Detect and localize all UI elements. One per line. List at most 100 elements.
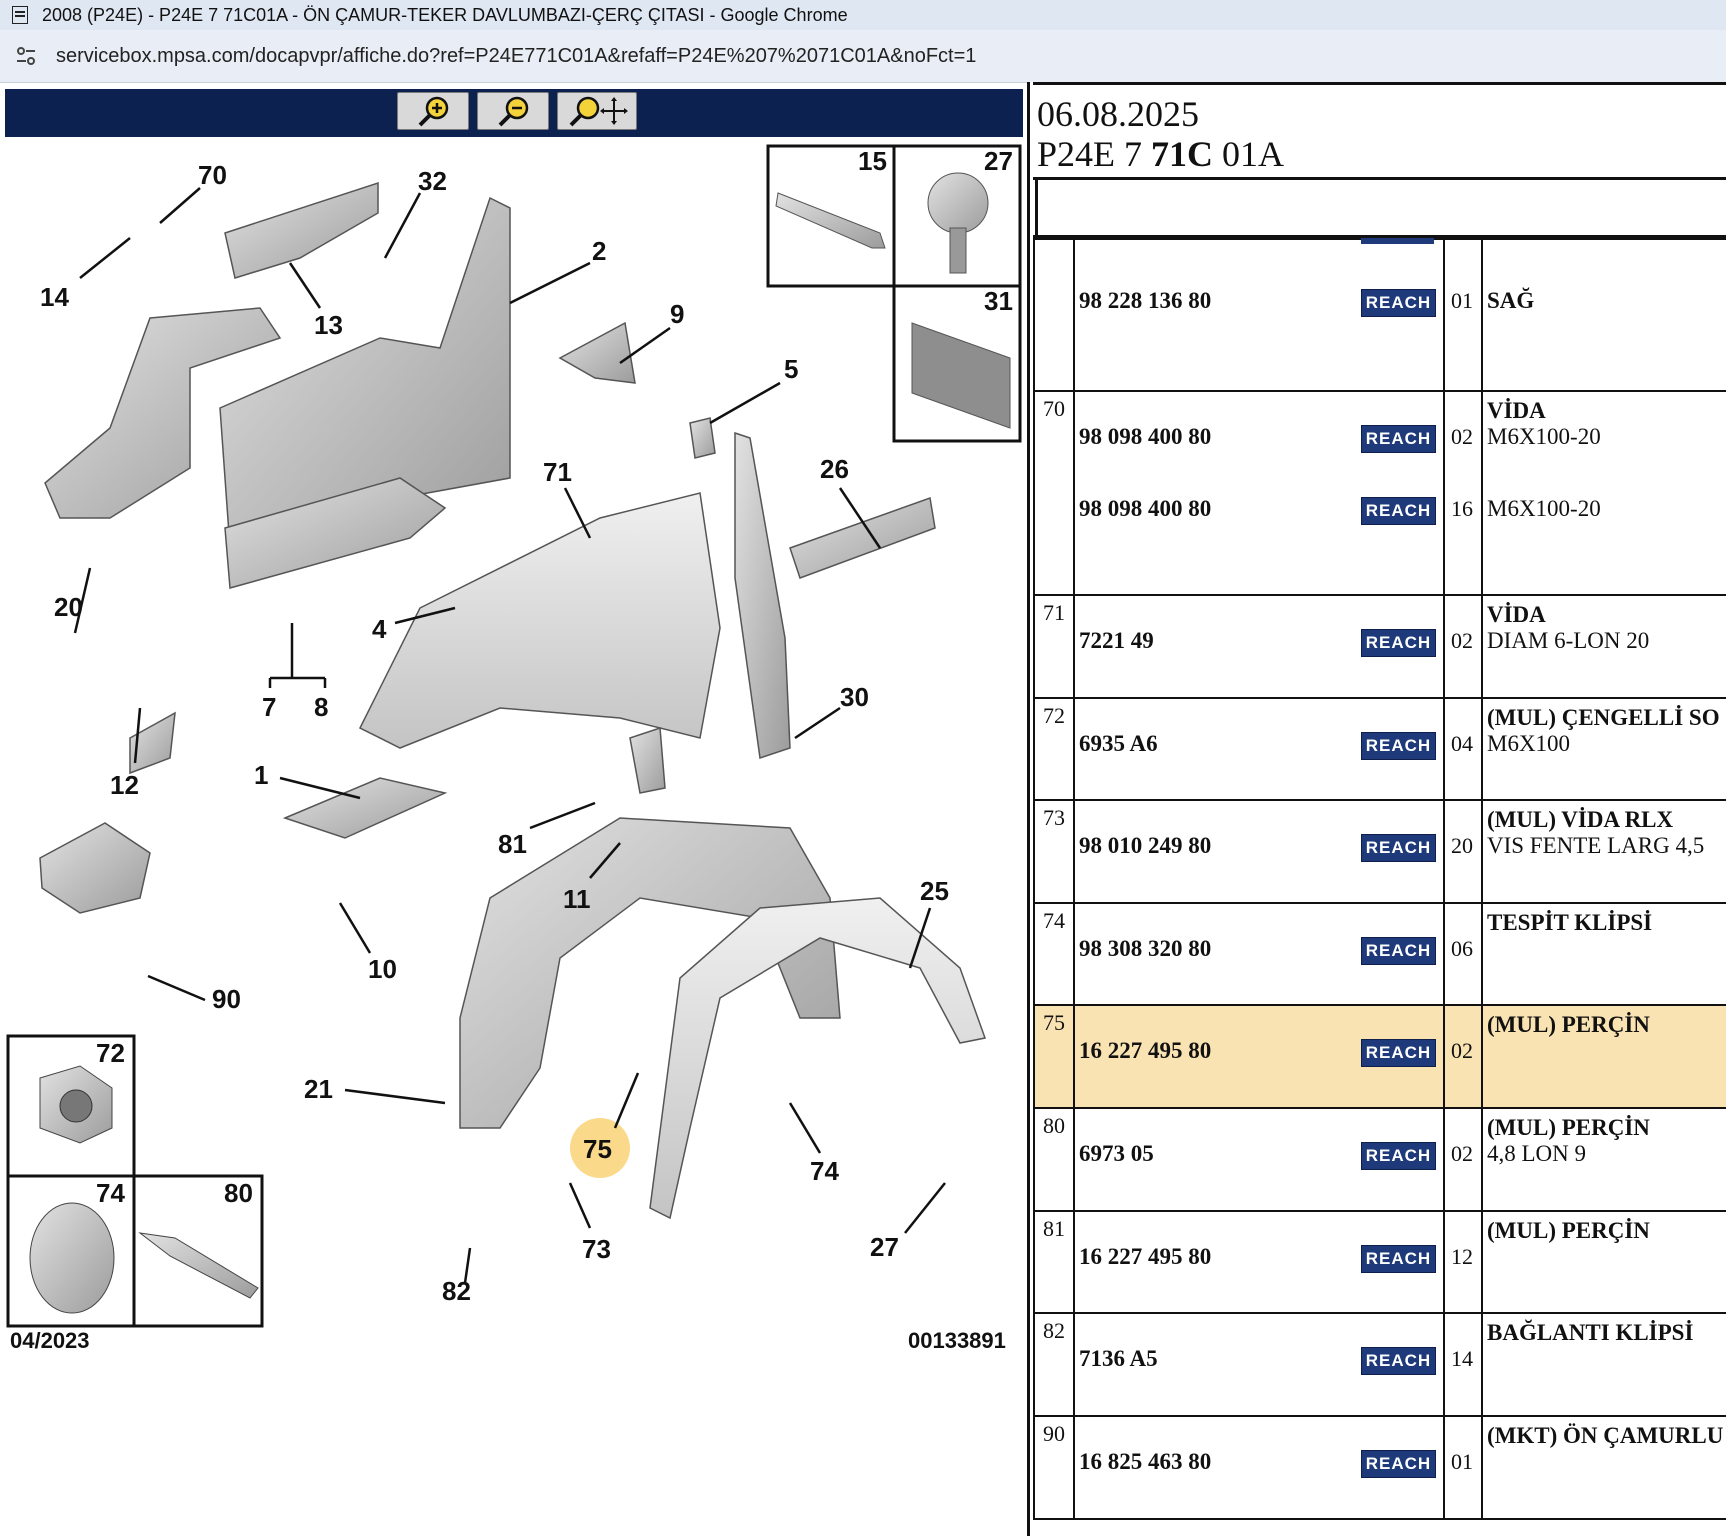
svg-text:21: 21 — [304, 1074, 333, 1104]
part-quantity: 06 — [1451, 936, 1473, 961]
part-description: (MUL) PERÇİN — [1487, 1115, 1650, 1140]
document-date: 06.08.2025 — [1037, 94, 1199, 134]
svg-text:25: 25 — [920, 876, 949, 906]
svg-text:71: 71 — [543, 457, 572, 487]
part-reference[interactable]: 7221 49 — [1079, 628, 1154, 653]
svg-text:70: 70 — [198, 160, 227, 190]
row-index: 80 — [1033, 1107, 1075, 1212]
parts-pane: 06.08.2025 P24E 7 71C 01A 98 228 136 80 R… — [1033, 82, 1726, 1539]
part-description: (MUL) ÇENGELLİ SO — [1487, 705, 1720, 730]
part-description: DIAM 6-LON 20 — [1487, 628, 1650, 653]
svg-text:12: 12 — [110, 770, 139, 800]
row-index: 81 — [1033, 1210, 1075, 1314]
svg-text:74: 74 — [810, 1156, 839, 1186]
part-reference[interactable]: 7136 A5 — [1079, 1346, 1158, 1371]
part-description: M6X100-20 — [1487, 496, 1601, 521]
parts-diagram: 15 27 31 72 74 80 — [6, 144, 1022, 1353]
part-description: BAĞLANTI KLİPSİ — [1487, 1320, 1694, 1345]
svg-text:7: 7 — [262, 692, 276, 722]
reach-badge[interactable]: REACH — [1361, 425, 1436, 453]
part-quantity: 20 — [1451, 833, 1473, 858]
site-settings-icon[interactable] — [12, 42, 40, 70]
address-bar[interactable]: servicebox.mpsa.com/docapvpr/affiche.do?… — [0, 30, 1726, 83]
zoom-in-icon — [418, 96, 449, 127]
part-reference[interactable]: 6935 A6 — [1079, 731, 1158, 756]
zoom-pan-icon — [569, 96, 628, 127]
svg-text:72: 72 — [96, 1038, 125, 1068]
fender-apron-parts — [39, 181, 986, 1220]
svg-text:30: 30 — [840, 682, 869, 712]
reach-badge[interactable]: REACH — [1361, 629, 1436, 657]
reach-badge[interactable]: REACH — [1361, 1142, 1436, 1170]
url-text[interactable]: servicebox.mpsa.com/docapvpr/affiche.do?… — [56, 44, 977, 67]
document-reference: P24E 7 71C 01A — [1037, 134, 1285, 174]
callout-75: 75 — [583, 1134, 612, 1164]
diagram-toolbar — [5, 89, 1023, 137]
row-index: 72 — [1033, 697, 1075, 801]
part-description: 4,8 LON 9 — [1487, 1141, 1587, 1166]
callout-numbers: 70 32 2 14 13 9 5 71 26 20 4 7 8 30 12 1… — [40, 160, 949, 1306]
part-description: (MUL) VİDA RLX — [1487, 807, 1674, 832]
leader-lines — [73, 187, 946, 1284]
reach-badge[interactable]: REACH — [1361, 937, 1436, 965]
pane-divider — [1027, 82, 1036, 1536]
svg-text:27: 27 — [870, 1232, 899, 1262]
part-reference[interactable]: 16 227 495 80 — [1079, 1038, 1212, 1063]
part-reference[interactable]: 98 010 249 80 — [1079, 833, 1212, 858]
part-reference[interactable]: 98 098 400 80 — [1079, 496, 1212, 521]
reach-badge[interactable]: REACH — [1361, 289, 1436, 317]
part-description: M6X100 — [1487, 731, 1571, 756]
part-reference[interactable]: 98 308 320 80 — [1079, 936, 1212, 961]
document-icon — [12, 6, 28, 24]
svg-text:81: 81 — [498, 829, 527, 859]
zoom-out-button[interactable] — [477, 92, 549, 130]
reach-badge[interactable]: REACH — [1361, 497, 1436, 525]
svg-text:15: 15 — [858, 146, 887, 176]
zoom-out-icon — [498, 96, 529, 127]
reach-badge[interactable]: REACH — [1361, 1347, 1436, 1375]
reach-badge[interactable]: REACH — [1361, 834, 1436, 862]
svg-text:32: 32 — [418, 166, 447, 196]
svg-text:13: 13 — [314, 310, 343, 340]
svg-text:11: 11 — [563, 884, 591, 914]
svg-text:74: 74 — [96, 1178, 125, 1208]
svg-text:9: 9 — [670, 299, 684, 329]
svg-text:20: 20 — [54, 592, 83, 622]
row-index: 82 — [1033, 1312, 1075, 1417]
part-reference[interactable]: 98 098 400 80 — [1079, 424, 1212, 449]
row-index — [1033, 238, 1075, 392]
svg-text:27: 27 — [984, 146, 1013, 176]
row-index: 70 — [1033, 390, 1075, 596]
callout-highlight — [570, 1118, 630, 1178]
svg-text:14: 14 — [40, 282, 69, 312]
part-reference[interactable]: 98 228 136 80 — [1079, 288, 1212, 313]
part-description: (MUL) PERÇİN — [1487, 1012, 1650, 1037]
part-reference[interactable]: 16 825 463 80 — [1079, 1449, 1212, 1474]
part-quantity: 02 — [1451, 1141, 1473, 1166]
part-reference[interactable]: 16 227 495 80 — [1079, 1244, 1212, 1269]
part-description: VİDA — [1487, 602, 1546, 627]
part-quantity: 02 — [1451, 628, 1473, 653]
reach-badge[interactable]: REACH — [1361, 1450, 1436, 1478]
part-quantity: 02 — [1451, 424, 1473, 449]
reach-badge[interactable]: REACH — [1361, 1039, 1436, 1067]
part-description: (MKT) ÖN ÇAMURLU — [1487, 1423, 1724, 1448]
svg-text:5: 5 — [784, 354, 798, 384]
part-reference[interactable]: 6973 05 — [1079, 1141, 1154, 1166]
reach-badge[interactable]: REACH — [1361, 732, 1436, 760]
zoom-pan-button[interactable] — [557, 92, 637, 130]
diagram-date: 04/2023 — [10, 1328, 90, 1353]
reach-badge[interactable]: REACH — [1361, 1245, 1436, 1273]
zoom-in-button[interactable] — [397, 92, 469, 130]
